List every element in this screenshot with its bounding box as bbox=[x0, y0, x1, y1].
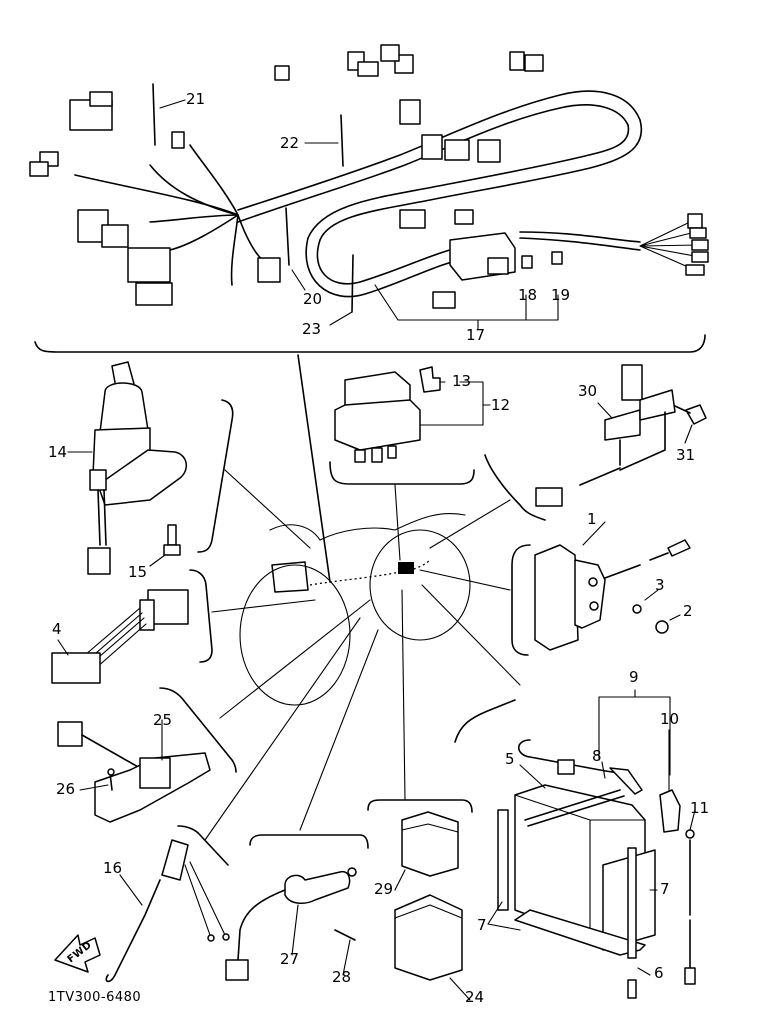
callout-22: 22 bbox=[280, 134, 300, 152]
callout-14: 14 bbox=[48, 443, 68, 461]
callout-24: 24 bbox=[465, 988, 485, 1006]
callout-31: 31 bbox=[676, 446, 696, 464]
battery-art bbox=[487, 689, 696, 999]
regulator-connector-art bbox=[51, 589, 189, 684]
fwd-arrow bbox=[54, 934, 101, 973]
callout-16: 16 bbox=[103, 859, 123, 877]
callout-12: 12 bbox=[491, 396, 511, 414]
callout-20: 20 bbox=[303, 290, 323, 308]
callout-26: 26 bbox=[56, 780, 76, 798]
callout-10: 10 bbox=[660, 710, 680, 728]
callout-15: 15 bbox=[128, 563, 148, 581]
callout-21: 21 bbox=[186, 90, 206, 108]
wire-harness-art bbox=[29, 44, 709, 353]
relay-assembly-art bbox=[334, 366, 491, 463]
callout-19: 19 bbox=[551, 286, 571, 304]
group-brackets bbox=[159, 399, 546, 866]
motorcycle-silhouette bbox=[204, 354, 521, 841]
relays-art bbox=[394, 811, 471, 1001]
sidestand-switch-art bbox=[225, 867, 357, 981]
callout-28: 28 bbox=[332, 968, 352, 986]
main-switch-art bbox=[67, 361, 187, 575]
callout-27: 27 bbox=[280, 950, 300, 968]
callout-1: 1 bbox=[587, 510, 597, 528]
callout-17: 17 bbox=[466, 326, 486, 344]
rear-brake-switch-art bbox=[105, 839, 230, 983]
callout-2: 2 bbox=[683, 602, 693, 620]
callout-3: 3 bbox=[655, 576, 665, 594]
callout-5: 5 bbox=[505, 750, 515, 768]
neutral-switch-art bbox=[57, 719, 211, 823]
callout-4: 4 bbox=[52, 620, 62, 638]
callout-29: 29 bbox=[374, 880, 394, 898]
callout-7-right: 7 bbox=[660, 880, 670, 898]
callout-30: 30 bbox=[578, 382, 598, 400]
callout-7-left: 7 bbox=[477, 916, 487, 934]
starter-relay-art bbox=[535, 522, 691, 651]
callout-9: 9 bbox=[629, 668, 639, 686]
callout-18: 18 bbox=[518, 286, 538, 304]
callout-25: 25 bbox=[153, 711, 173, 729]
callout-11: 11 bbox=[690, 799, 710, 817]
callout-8: 8 bbox=[592, 747, 602, 765]
callout-13: 13 bbox=[452, 372, 472, 390]
igniter-art bbox=[535, 364, 707, 507]
callout-23: 23 bbox=[302, 320, 322, 338]
diagram-code: 1TV300-6480 bbox=[48, 990, 142, 1005]
callout-6: 6 bbox=[654, 964, 664, 982]
